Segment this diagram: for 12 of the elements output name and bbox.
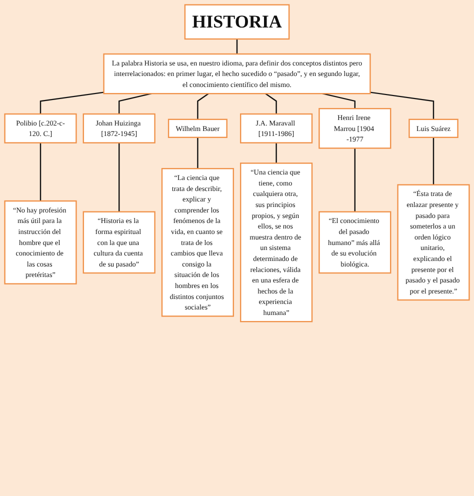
node-box: HISTORIA [184, 4, 290, 40]
connector [197, 137, 198, 169]
connector [118, 142, 120, 212]
connector [370, 92, 434, 120]
connector [265, 93, 277, 114]
connector [197, 93, 209, 120]
connector [354, 148, 356, 212]
connector [432, 137, 434, 185]
connector [236, 39, 238, 54]
connector [40, 142, 42, 201]
connector [40, 92, 104, 114]
connector [276, 142, 277, 164]
